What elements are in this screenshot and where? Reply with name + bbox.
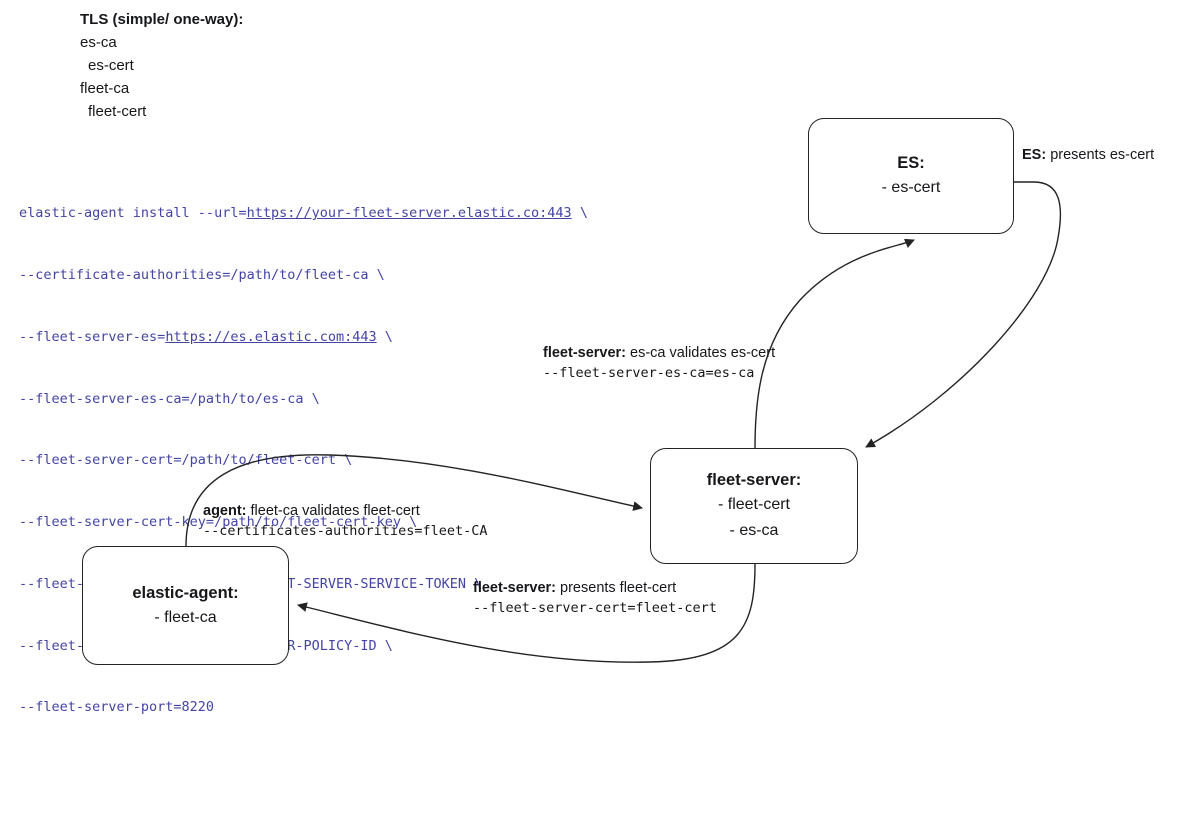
command-line-3: --fleet-server-es=https://es.elastic.com…	[19, 328, 393, 345]
node-fleet-server-line-1: - fleet-cert	[717, 496, 790, 513]
legend-item-fleet-ca: fleet-ca	[80, 80, 130, 97]
edge-label-fleet-server-presents: fleet-server: presents fleet-cert --flee…	[473, 578, 717, 619]
legend-item-es-ca: es-ca	[80, 34, 117, 51]
legend-item-fleet-cert: fleet-cert	[88, 103, 147, 120]
node-elastic-agent-title: elastic-agent:	[132, 583, 239, 602]
command-line-2: --certificate-authorities=/path/to/fleet…	[19, 266, 385, 283]
command-line-9: --fleet-server-port=8220	[19, 699, 215, 716]
command-line-1: elastic-agent install --url=https://your…	[19, 205, 588, 222]
node-elastic-agent-line-1: - fleet-ca	[154, 608, 217, 626]
edge-label-agent-validates: agent: fleet-ca validates fleet-cert --c…	[203, 501, 487, 542]
command-line-4: --fleet-server-es-ca=/path/to/es-ca \	[19, 390, 320, 407]
legend-title: TLS (simple/ one-way):	[80, 11, 244, 28]
node-es-line-1: - es-cert	[881, 179, 941, 196]
url-elasticsearch[interactable]: https://es.elastic.com:443	[165, 328, 377, 345]
edge-label-es-presents-rest: presents es-cert	[1046, 147, 1155, 163]
edge-label-fleet-server-validates: fleet-server: es-ca validates es-cert --…	[543, 343, 775, 384]
node-fleet-server[interactable]: fleet-server: - fleet-cert - es-ca	[650, 448, 858, 564]
edge-label-fs-validates-mono: --fleet-server-es-ca=es-ca	[543, 365, 755, 381]
node-es-title: ES:	[897, 154, 925, 172]
legend-item-es-cert: es-cert	[88, 57, 134, 74]
edge-label-fs-validates-bold: fleet-server:	[543, 345, 627, 361]
edge-label-fs-presents-mono: --fleet-server-cert=fleet-cert	[473, 600, 717, 616]
node-elastic-agent[interactable]: elastic-agent: - fleet-ca	[82, 546, 289, 665]
edge-label-es-presents: ES: presents es-cert	[1022, 145, 1154, 165]
edge-label-fs-presents-rest: presents fleet-cert	[556, 580, 677, 596]
install-command-block: elastic-agent install --url=https://your…	[19, 162, 588, 759]
tls-legend: TLS (simple/ one-way): es-ca es-cert fle…	[80, 8, 243, 123]
node-fleet-server-line-2: - es-ca	[729, 522, 779, 539]
edge-label-fs-presents-bold: fleet-server:	[473, 580, 557, 596]
edge-label-agent-validates-rest: fleet-ca validates fleet-cert	[246, 503, 420, 519]
edge-label-agent-validates-mono: --certificates-authorities=fleet-CA	[203, 523, 488, 539]
edge-label-agent-validates-bold: agent:	[203, 503, 247, 519]
node-fleet-server-title: fleet-server:	[706, 471, 802, 489]
command-line-5: --fleet-server-cert=/path/to/fleet-cert …	[19, 452, 353, 469]
node-es[interactable]: ES: - es-cert	[808, 118, 1014, 234]
edge-label-fs-validates-rest: es-ca validates es-cert	[626, 345, 776, 361]
edge-label-es-presents-bold: ES:	[1022, 147, 1047, 163]
edge-fleet-server-to-es	[754, 238, 915, 449]
url-fleet-server[interactable]: https://your-fleet-server.elastic.co:443	[246, 205, 572, 222]
